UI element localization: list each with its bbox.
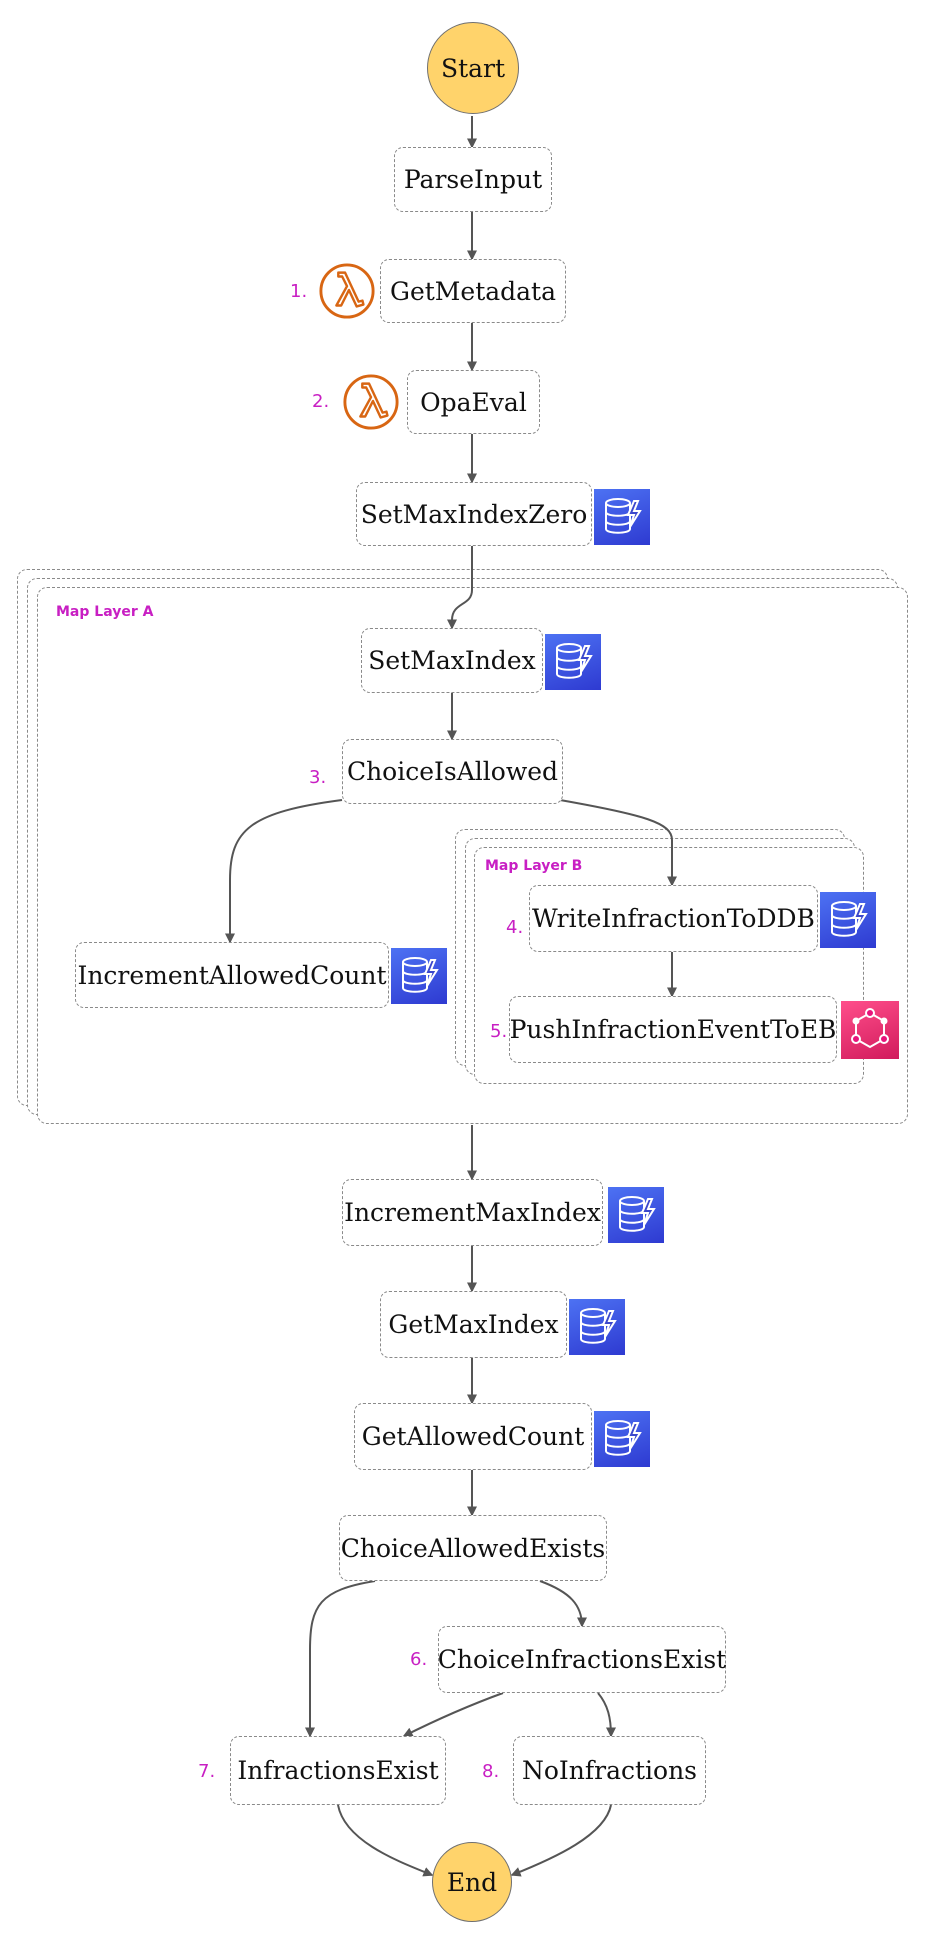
parse-input-node[interactable]: ParseInput [394, 147, 552, 212]
get-allowed-count-node[interactable]: GetAllowedCount [354, 1403, 592, 1470]
edge-choiceinfractionsexist-infractionsexist [402, 1692, 504, 1737]
lambda-icon [342, 373, 400, 431]
start-node[interactable]: Start [427, 22, 519, 114]
step-number-2: 2. [312, 391, 330, 412]
step-number-7: 7. [198, 1761, 216, 1782]
edge-choiceallowedexists-choiceinfractionsexist [539, 1580, 587, 1628]
step-number-3: 3. [309, 767, 327, 788]
end-node[interactable]: End [432, 1842, 512, 1922]
no-infractions-node[interactable]: NoInfractions [513, 1736, 706, 1805]
get-metadata-node[interactable]: GetMetadata [380, 259, 566, 323]
step-number-4: 4. [506, 917, 524, 938]
dynamodb-icon [569, 1299, 625, 1355]
infractions-exist-node[interactable]: InfractionsExist [230, 1736, 446, 1805]
edge-setmaxindexzero-setmaxindex [447, 546, 473, 630]
eventbridge-icon [841, 1001, 899, 1059]
dynamodb-icon [594, 1411, 650, 1467]
increment-max-index-node[interactable]: IncrementMaxIndex [342, 1179, 603, 1246]
edge-infractionsexist-end [337, 1804, 434, 1877]
choice-allowed-exists-node[interactable]: ChoiceAllowedExists [339, 1515, 607, 1581]
dynamodb-icon [820, 892, 876, 948]
dynamodb-icon [545, 634, 601, 690]
edge-choiceallowedexists-infractionsexist [305, 1580, 376, 1738]
map-layer-b-label: Map Layer B [485, 858, 583, 874]
step-number-6: 6. [410, 1649, 428, 1670]
edge-noinfractions-end [510, 1804, 612, 1877]
increment-allowed-count-node[interactable]: IncrementAllowedCount [75, 942, 389, 1008]
dynamodb-icon [594, 489, 650, 545]
opa-eval-node[interactable]: OpaEval [407, 370, 540, 434]
choice-infractions-exist-node[interactable]: ChoiceInfractionsExist [438, 1626, 726, 1693]
edge-choiceinfractionsexist-noinfractions [597, 1692, 616, 1738]
push-infraction-event-to-eb-node[interactable]: PushInfractionEventToEB [509, 996, 837, 1063]
set-max-index-zero-node[interactable]: SetMaxIndexZero [356, 482, 592, 546]
lambda-icon [318, 262, 376, 320]
choice-is-allowed-node[interactable]: ChoiceIsAllowed [342, 739, 563, 804]
set-max-index-node[interactable]: SetMaxIndex [361, 628, 543, 693]
step-number-1: 1. [290, 281, 308, 302]
dynamodb-icon [608, 1187, 664, 1243]
dynamodb-icon [391, 948, 447, 1004]
edge-choiceisallowed-writeinfractiontoddb [559, 799, 677, 887]
step-number-8: 8. [482, 1761, 500, 1782]
write-infraction-to-ddb-node[interactable]: WriteInfractionToDDB [529, 885, 818, 952]
map-layer-a-label: Map Layer A [56, 604, 154, 620]
get-max-index-node[interactable]: GetMaxIndex [380, 1291, 567, 1358]
step-number-5: 5. [490, 1021, 508, 1042]
edge-choiceisallowed-incrementallowedcount [225, 799, 343, 944]
